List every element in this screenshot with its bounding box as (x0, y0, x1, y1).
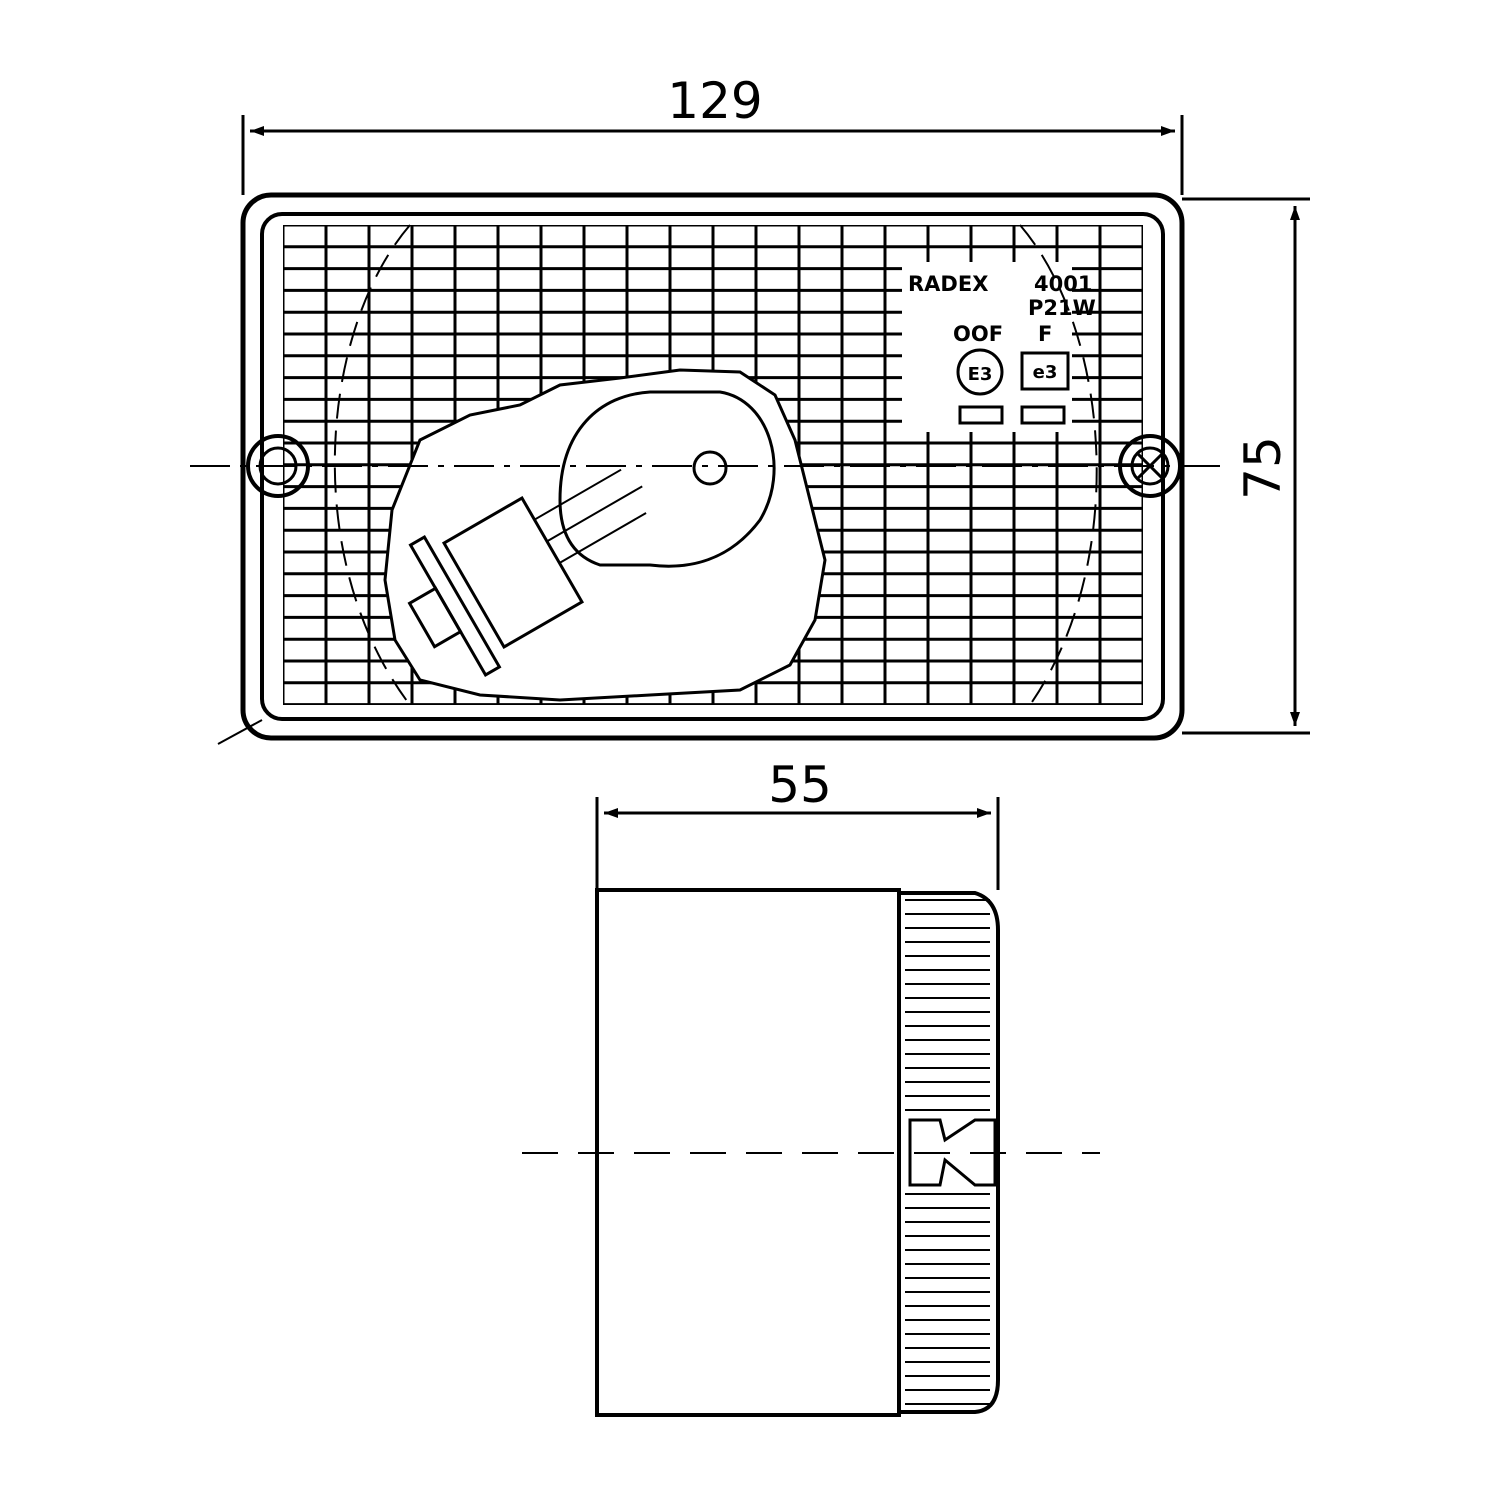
lens-ribs (905, 899, 990, 1405)
depth-dimension: 55 (595, 756, 1000, 890)
width-dimension: 129 (241, 72, 1184, 195)
height-dimension: 75 (1182, 197, 1310, 735)
approval-box-label: e3 (1033, 362, 1058, 383)
height-label: 75 (1234, 436, 1292, 500)
approval-circle-icon (956, 348, 1004, 396)
front-view: RADEX 4001 P21W OOF F E3 e3 (190, 192, 1230, 745)
bulb-socket (407, 468, 647, 678)
code-left-label: OOF (953, 322, 1003, 346)
bulb-icon (558, 390, 776, 568)
depth-label: 55 (768, 756, 832, 814)
model-label: 4001 (1034, 272, 1092, 296)
approval-box-icon (1020, 351, 1070, 391)
approval-circle-label: E3 (968, 364, 993, 385)
code-right-label: F (1038, 322, 1052, 346)
side-view (522, 888, 1100, 1417)
brand-label: RADEX (908, 272, 988, 296)
bulb-label: P21W (1028, 296, 1096, 320)
width-label: 129 (667, 72, 762, 130)
